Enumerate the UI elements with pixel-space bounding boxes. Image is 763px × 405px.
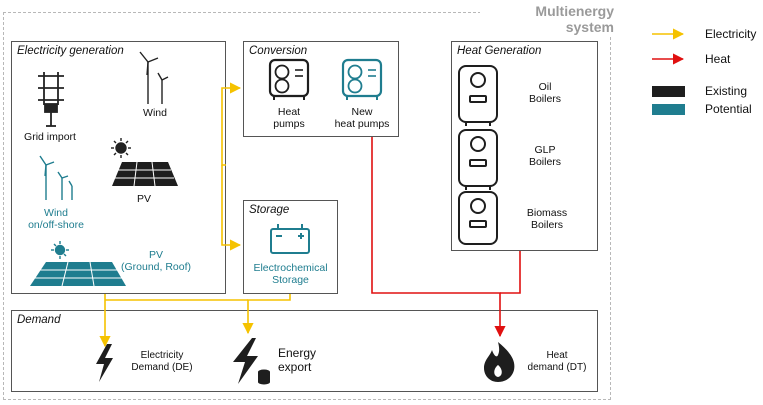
oil-boiler-icon [458, 65, 498, 126]
demand-title: Demand [17, 314, 61, 326]
heat-flows [371, 137, 521, 338]
flow-to-storage [221, 165, 242, 251]
new-heat-pumps-label: New heat pumps [328, 106, 396, 130]
glp-line-1: GLP [534, 144, 556, 156]
heat-pump-icon [268, 58, 310, 100]
flow-to-energy-export [242, 294, 291, 335]
battery-icon [270, 224, 310, 254]
legend-existing-swatch [652, 86, 685, 97]
flame-icon [484, 342, 515, 382]
glp-boilers-label: GLP Boilers [520, 144, 570, 168]
pv-label: PV [136, 193, 151, 205]
energy-export-line-1: Energy [278, 346, 317, 360]
pv-ground-label: PV (Ground, Roof) [108, 249, 204, 273]
wind-offshore-icon [39, 155, 73, 200]
electricity-generation-box: Electricity generation [11, 41, 226, 294]
energy-export-icon [233, 338, 270, 385]
biomass-boilers-label: Biomass Boilers [520, 207, 574, 231]
oil-boilers-label: Oil Boilers [520, 81, 570, 105]
heat-demand-line-2: demand (DT) [527, 362, 587, 373]
biomass-line-2: Boilers [530, 219, 564, 231]
pv-ground-line-1: PV [148, 249, 163, 261]
storage-box: Storage [243, 200, 338, 294]
legend-heat-label: Heat [705, 52, 731, 66]
new-heat-pump-icon [341, 58, 383, 100]
legend-existing-label: Existing [705, 84, 748, 98]
pv-panel-icon [112, 161, 178, 187]
wind-label: Wind [143, 107, 167, 119]
electricity-demand-line-1: Electricity [140, 350, 184, 361]
electricity-flows [99, 82, 291, 348]
electricity-demand-line-2: Demand (DE) [131, 362, 193, 373]
lightning-icon [96, 344, 113, 382]
oil-line-2: Boilers [528, 93, 562, 105]
electricity-generation-title: Electricity generation [17, 45, 124, 57]
heat-pumps-line-1: Heat [277, 106, 301, 118]
multienergy-system-border [3, 12, 611, 400]
legend-electricity-label: Electricity [705, 27, 757, 41]
energy-export-label: Energy export [278, 346, 326, 374]
storage-label: Electrochemical Storage [245, 262, 336, 286]
biomass-line-1: Biomass [526, 207, 568, 219]
heat-pumps-line-2: pumps [273, 118, 305, 130]
sun-icon [111, 138, 131, 158]
wind-offshore-line-2: on/off-shore [28, 219, 84, 231]
flow-boilers-to-heat-demand [500, 251, 521, 294]
conversion-title: Conversion [249, 45, 308, 57]
new-heat-pumps-line-1: New [351, 106, 373, 118]
flow-to-conversion [221, 82, 242, 166]
sun-potential-icon [51, 241, 69, 259]
heat-demand-label: Heat demand (DT) [522, 350, 592, 374]
flow-heatpumps-to-heat-demand [371, 137, 506, 338]
system-title: Multienergy system [480, 3, 614, 35]
heat-demand-line-1: Heat [546, 350, 568, 361]
heat-pumps-label: Heat pumps [261, 106, 317, 130]
glp-line-2: Boilers [528, 156, 562, 168]
oil-line-1: Oil [538, 81, 552, 93]
pv-ground-line-2: (Ground, Roof) [120, 261, 192, 273]
wind-offshore-label: Wind on/off-shore [20, 207, 92, 231]
heat-generation-title: Heat Generation [457, 45, 542, 57]
grid-import-label: Grid import [24, 131, 76, 143]
wind-offshore-line-1: Wind [44, 207, 68, 219]
legend-graphics [652, 28, 685, 115]
storage-line-2: Storage [272, 274, 309, 286]
glp-boiler-icon [458, 129, 498, 190]
grid-import-icon [38, 72, 64, 127]
legend-potential-label: Potential [705, 102, 752, 116]
electricity-demand-label: Electricity Demand (DE) [126, 350, 198, 374]
energy-export-line-2: export [278, 360, 312, 374]
new-heat-pumps-line-2: heat pumps [334, 118, 390, 130]
biomass-boiler-icon [458, 191, 498, 245]
wind-icon [139, 51, 169, 104]
legend-potential-swatch [652, 104, 685, 115]
storage-title: Storage [249, 204, 290, 216]
storage-line-1: Electrochemical [253, 262, 328, 274]
pv-ground-icon [30, 261, 126, 287]
